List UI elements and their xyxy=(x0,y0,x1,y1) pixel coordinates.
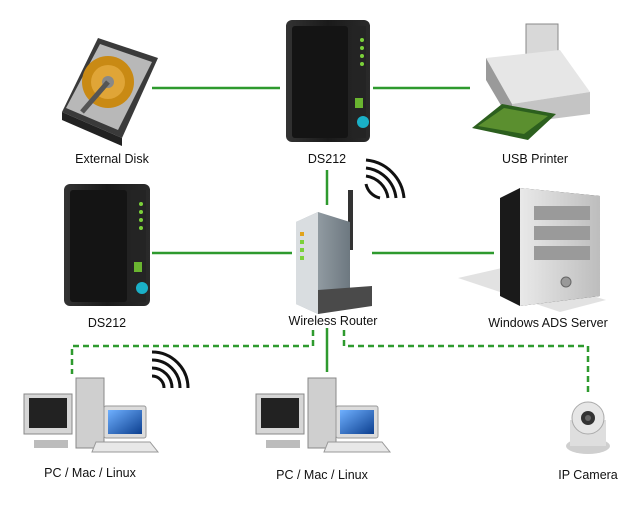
ds212-top-label: DS212 xyxy=(307,152,347,166)
router-icon xyxy=(296,190,372,314)
pc-wireless-label: PC / Mac / Linux xyxy=(44,466,136,480)
windows-ads-server-label: Windows ADS Server xyxy=(488,316,608,330)
hard-disk-icon xyxy=(62,38,158,146)
ds212-left-label: DS212 xyxy=(87,316,127,330)
wifi-signal-icon xyxy=(151,350,190,389)
nas-icon xyxy=(286,20,370,142)
printer-icon xyxy=(472,23,590,140)
link-router-pc-wireless xyxy=(70,330,315,374)
nas-icon xyxy=(64,184,150,306)
links xyxy=(70,86,590,392)
computers-icon xyxy=(23,377,160,453)
server-tower-icon xyxy=(458,188,606,312)
link-router-camera xyxy=(342,330,590,392)
computers-icon xyxy=(255,377,392,453)
pc-wired-label: PC / Mac / Linux xyxy=(276,468,368,482)
wifi-signal-icon xyxy=(364,158,406,200)
usb-printer-label: USB Printer xyxy=(502,152,568,166)
wireless-router-label: Wireless Router xyxy=(288,314,378,328)
external-disk-label: External Disk xyxy=(75,152,149,166)
ip-camera-label: IP Camera xyxy=(558,468,618,482)
ip-camera-icon xyxy=(566,401,610,454)
